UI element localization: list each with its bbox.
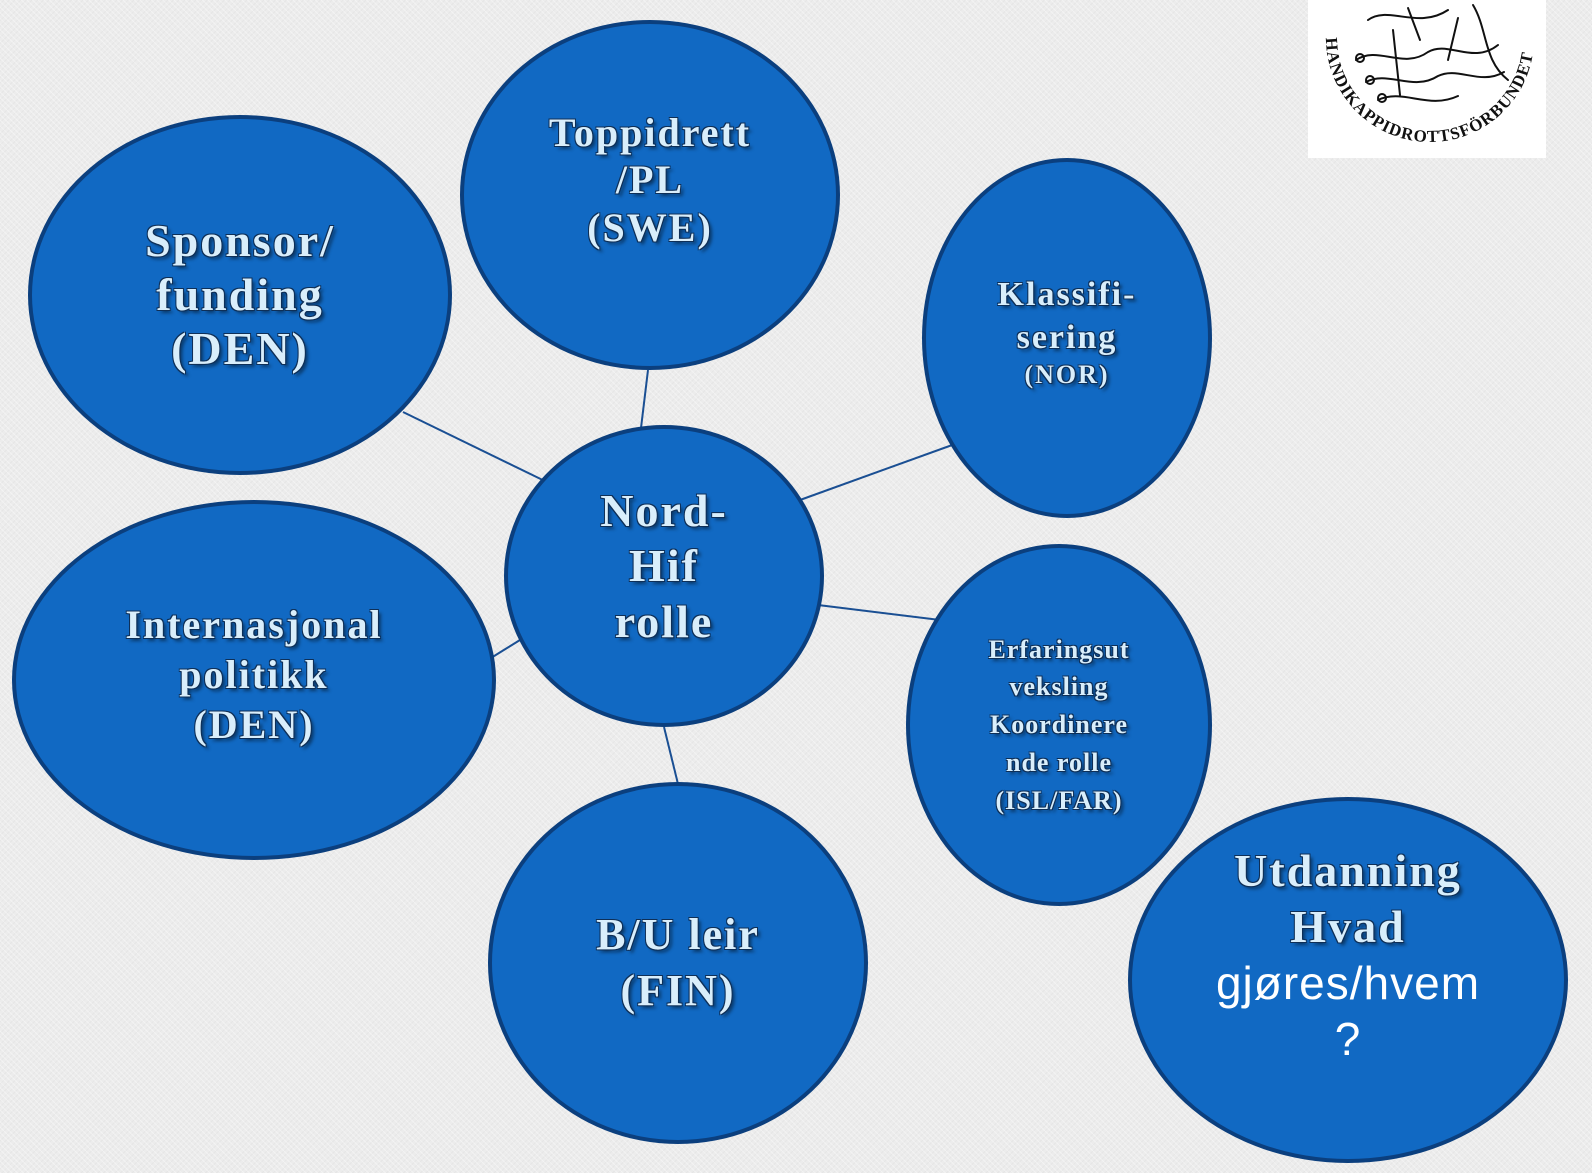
- node-bu-leir: B/U leir (FIN): [488, 782, 868, 1144]
- node-text-line: (NOR): [1024, 360, 1110, 390]
- node-erfaring: Erfaringsut veksling Koordinere nde roll…: [906, 544, 1212, 906]
- node-sponsor: Sponsor/ funding (DEN): [28, 115, 452, 475]
- node-erfaring-label: Erfaringsut veksling Koordinere nde roll…: [989, 631, 1130, 819]
- node-text-line: (FIN): [620, 966, 736, 1015]
- node-toppidrett-label: Toppidrett /PL (SWE): [549, 109, 751, 251]
- connector-center-toppidrett: [640, 369, 649, 429]
- node-internasjonal-label: Internasjonal politikk (DEN): [125, 600, 382, 750]
- node-sponsor-label: Sponsor/ funding (DEN): [145, 214, 335, 377]
- node-text-line: Hvad: [1290, 900, 1406, 952]
- node-utdanning: Utdanning Hvad gjøres/hvem ?: [1128, 797, 1568, 1163]
- node-text-line: Internasjonal: [125, 602, 383, 647]
- node-text-line: Nord-: [600, 485, 728, 537]
- node-utdanning-label: Utdanning Hvad gjøres/hvem ?: [1216, 843, 1480, 1067]
- node-text-line: Hif: [629, 540, 699, 592]
- logo-graphic: HANDIKAPPIDROTTSFÖRBUNDET: [1322, 4, 1537, 146]
- node-text-line: Koordinere: [989, 710, 1129, 740]
- node-text-line: sering: [1016, 318, 1118, 356]
- node-klassifisering: Klassifi- sering (NOR): [922, 158, 1212, 518]
- connector-center-bu: [663, 726, 679, 785]
- node-text-line: Klassifi-: [997, 276, 1137, 314]
- handikappidrottsforbundet-logo: HANDIKAPPIDROTTSFÖRBUNDET: [1308, 0, 1546, 158]
- connector-center-klassifisering: [799, 443, 956, 501]
- node-text-line: politikk: [179, 652, 329, 697]
- node-center-nord-hif-rolle: Nord- Hif rolle: [504, 425, 824, 727]
- node-text-line: funding: [156, 268, 324, 320]
- node-text-line: (DEN): [193, 702, 315, 747]
- node-text-line: Erfaringsut: [988, 634, 1130, 664]
- node-toppidrett: Toppidrett /PL (SWE): [460, 20, 840, 370]
- node-text-line: ?: [1334, 1013, 1362, 1066]
- node-text-line: nde rolle: [1005, 747, 1113, 777]
- node-text-line: /PL: [615, 157, 685, 203]
- node-text-line: Toppidrett: [548, 110, 752, 156]
- node-text-line: veksling: [1009, 672, 1109, 702]
- connector-center-erfaring: [817, 604, 941, 621]
- node-internasjonal: Internasjonal politikk (DEN): [12, 500, 496, 860]
- node-text-line: (SWE): [587, 204, 713, 250]
- node-text-line: (DEN): [171, 323, 309, 375]
- node-text-line: Sponsor/: [145, 214, 335, 266]
- node-text-line: gjøres/hvem: [1215, 957, 1481, 1009]
- node-text-line: (ISL/FAR): [995, 785, 1123, 815]
- connector-center-sponsor: [402, 411, 554, 486]
- svg-text:HANDIKAPPIDROTTSFÖRBUNDET: HANDIKAPPIDROTTSFÖRBUNDET: [1322, 37, 1537, 146]
- node-text-line: B/U leir: [596, 909, 760, 959]
- node-center-label: Nord- Hif rolle: [600, 483, 728, 649]
- logo-text: HANDIKAPPIDROTTSFÖRBUNDET: [1322, 37, 1536, 146]
- node-klassifisering-label: Klassifi- sering (NOR): [998, 274, 1137, 392]
- node-bu-label: B/U leir (FIN): [596, 907, 760, 1020]
- node-text-line: rolle: [614, 595, 714, 647]
- node-text-line: Utdanning: [1234, 844, 1462, 896]
